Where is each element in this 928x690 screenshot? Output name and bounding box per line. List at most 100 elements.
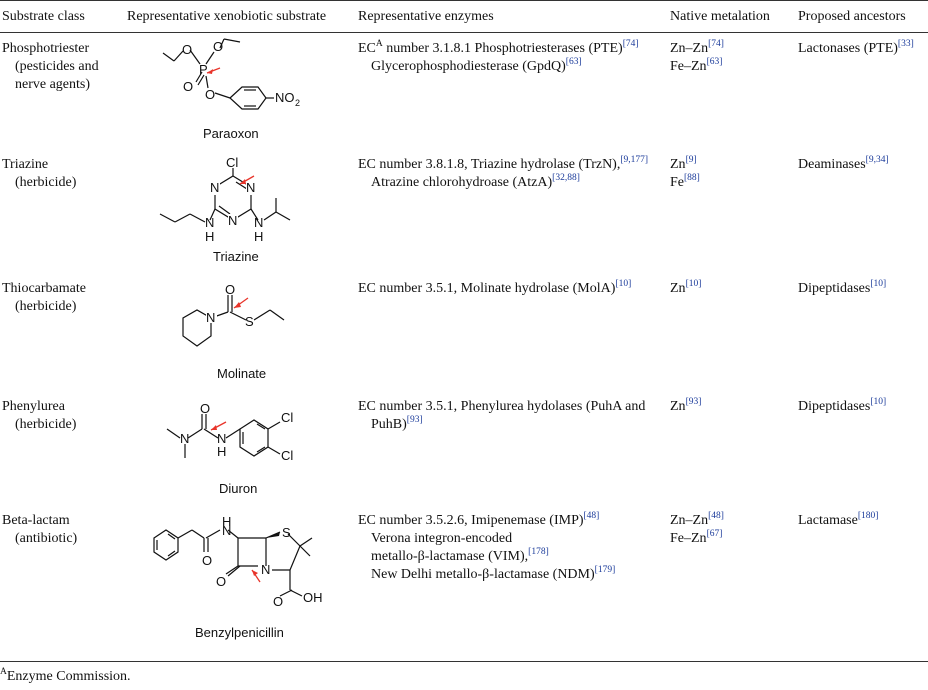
metal-text: Fe–Zn: [670, 531, 707, 546]
reference-link[interactable]: [74]: [622, 39, 639, 49]
atom-O: O: [182, 42, 192, 57]
reference-link[interactable]: [93]: [406, 415, 423, 425]
row4-enzymes: EC number 3.5.1, Phenylurea hydolases (P…: [358, 398, 658, 434]
row2-enzymes: EC number 3.8.1.8, Triazine hydrolase (T…: [358, 155, 658, 192]
enzyme-text: Glycerophosphodiesterase (GpdQ): [371, 59, 566, 74]
benzylpenicillin-structure: H N O S N O O OH: [140, 508, 340, 609]
atom-N: N: [180, 431, 189, 446]
class-name: Beta-lactam: [2, 513, 70, 528]
metal-text: Zn: [670, 281, 686, 296]
class-name: Phosphotriester: [2, 41, 90, 56]
row5-enzymes: EC number 3.5.2.6, Imipenemase (IMP)[48]…: [358, 511, 658, 584]
reference-link[interactable]: [10]: [685, 279, 702, 289]
reference-link[interactable]: [9,177]: [620, 155, 649, 165]
substrate-name: Benzylpenicillin: [195, 625, 284, 640]
atom-OH: OH: [303, 590, 323, 605]
table-bottom-rule: [0, 661, 928, 662]
row5-metalation: Zn–Zn[48] Fe–Zn[67]: [670, 511, 724, 548]
reference-link[interactable]: [10]: [870, 279, 887, 289]
row5-substrate-class: Beta-lactam (antibiotic): [2, 512, 122, 548]
atom-S: S: [282, 525, 291, 540]
atom-NO2-subscript: 2: [295, 98, 300, 108]
substrate-name: Paraoxon: [203, 126, 259, 141]
reference-link[interactable]: [178]: [528, 547, 549, 557]
reference-link[interactable]: [93]: [685, 397, 702, 407]
substrate-name: Diuron: [219, 481, 258, 496]
class-name: Thiocarbamate: [2, 281, 86, 296]
atom-P: P: [199, 62, 208, 77]
header-bottom-rule: [0, 32, 928, 33]
class-sub: (antibiotic): [15, 531, 78, 546]
atom-N: N: [222, 523, 231, 538]
reference-link[interactable]: [180]: [857, 511, 879, 521]
ancestor-text: Lactonases (PTE): [798, 41, 898, 56]
atom-O: O: [216, 574, 226, 589]
row4-ancestor: Dipeptidases[10]: [798, 397, 887, 416]
reference-link[interactable]: [74]: [708, 39, 724, 49]
reference-link[interactable]: [32,88]: [552, 173, 580, 183]
diuron-structure: N O N H Cl Cl: [162, 398, 312, 468]
metal-text: Zn–Zn: [670, 41, 709, 56]
reference-link[interactable]: [179]: [594, 565, 616, 575]
reference-link[interactable]: [48]: [708, 511, 724, 521]
atom-H: H: [222, 514, 231, 529]
paraoxon-structure: O O P O O NO 2: [158, 38, 318, 118]
header-native-metalation: Native metalation: [670, 9, 770, 24]
atom-Cl: Cl: [281, 448, 293, 463]
reference-link[interactable]: [10]: [870, 397, 887, 407]
ancestor-text: Lactamase: [798, 513, 858, 528]
atom-O: O: [202, 553, 212, 568]
ancestor-text: Dipeptidases: [798, 399, 871, 414]
atom-N: N: [205, 215, 214, 230]
header-representative-substrate: Representative xenobiotic substrate: [127, 9, 327, 24]
class-sub: (herbicide): [15, 175, 77, 190]
reference-link[interactable]: [63]: [565, 57, 582, 67]
row4-substrate-class: Phenylurea (herbicide): [2, 398, 122, 434]
metal-text: Zn: [670, 157, 686, 172]
row1-substrate-class: Phosphotriester (pesticides and nerve ag…: [2, 40, 122, 94]
metal-text: Fe–Zn: [670, 59, 707, 74]
row1-ancestor: Lactonases (PTE)[33]: [798, 39, 914, 58]
row3-enzymes: EC number 3.5.1, Molinate hydrolase (Mol…: [358, 279, 658, 298]
atom-N: N: [210, 180, 219, 195]
class-name: Triazine: [2, 157, 49, 172]
atom-N: N: [246, 180, 255, 195]
class-sub: (herbicide): [15, 417, 77, 432]
footnote-mark: A: [375, 39, 383, 49]
reference-link[interactable]: [67]: [706, 529, 723, 539]
enzyme-text: EC number 3.5.1, Molinate hydrolase (Mol…: [358, 281, 616, 296]
table-footnote: AEnzyme Commission.: [0, 667, 131, 685]
atom-N: N: [228, 213, 237, 228]
reference-link[interactable]: [88]: [684, 173, 700, 183]
footnote-mark: A: [0, 667, 7, 677]
ancestor-text: Dipeptidases: [798, 281, 871, 296]
row3-substrate-class: Thiocarbamate (herbicide): [2, 280, 122, 316]
row1-metalation: Zn–Zn[74] Fe–Zn[63]: [670, 39, 724, 76]
enzyme-text: Atrazine chlorohydroase (AtzA): [371, 175, 553, 190]
row5-ancestor: Lactamase[180]: [798, 511, 879, 530]
enzyme-text: EC number 3.5.2.6, Imipenemase (IMP): [358, 513, 584, 528]
header-proposed-ancestors: Proposed ancestors: [798, 9, 906, 24]
class-sub: (herbicide): [15, 299, 77, 314]
header-substrate-class: Substrate class: [2, 9, 85, 24]
atom-N: N: [261, 562, 270, 577]
atom-H: H: [205, 229, 214, 244]
reference-link[interactable]: [10]: [615, 279, 632, 289]
class-name: Phenylurea: [2, 399, 65, 414]
atom-N: N: [217, 431, 226, 446]
row3-ancestor: Dipeptidases[10]: [798, 279, 887, 298]
substrate-name: Molinate: [217, 366, 267, 381]
metal-text: Fe: [670, 175, 684, 190]
reference-link[interactable]: [48]: [583, 511, 600, 521]
class-sub: (pesticides and nerve agents): [15, 59, 99, 92]
reference-link[interactable]: [9]: [685, 155, 697, 165]
reference-link[interactable]: [33]: [897, 39, 914, 49]
molinate-structure: N O S: [170, 280, 310, 360]
atom-Cl: Cl: [281, 410, 293, 425]
atom-Cl: Cl: [226, 155, 238, 170]
reference-link[interactable]: [9,34]: [865, 155, 889, 165]
reference-link[interactable]: [63]: [706, 57, 723, 67]
atom-N: N: [254, 215, 263, 230]
row3-metalation: Zn[10]: [670, 279, 702, 298]
header-representative-enzymes: Representative enzymes: [358, 9, 494, 24]
